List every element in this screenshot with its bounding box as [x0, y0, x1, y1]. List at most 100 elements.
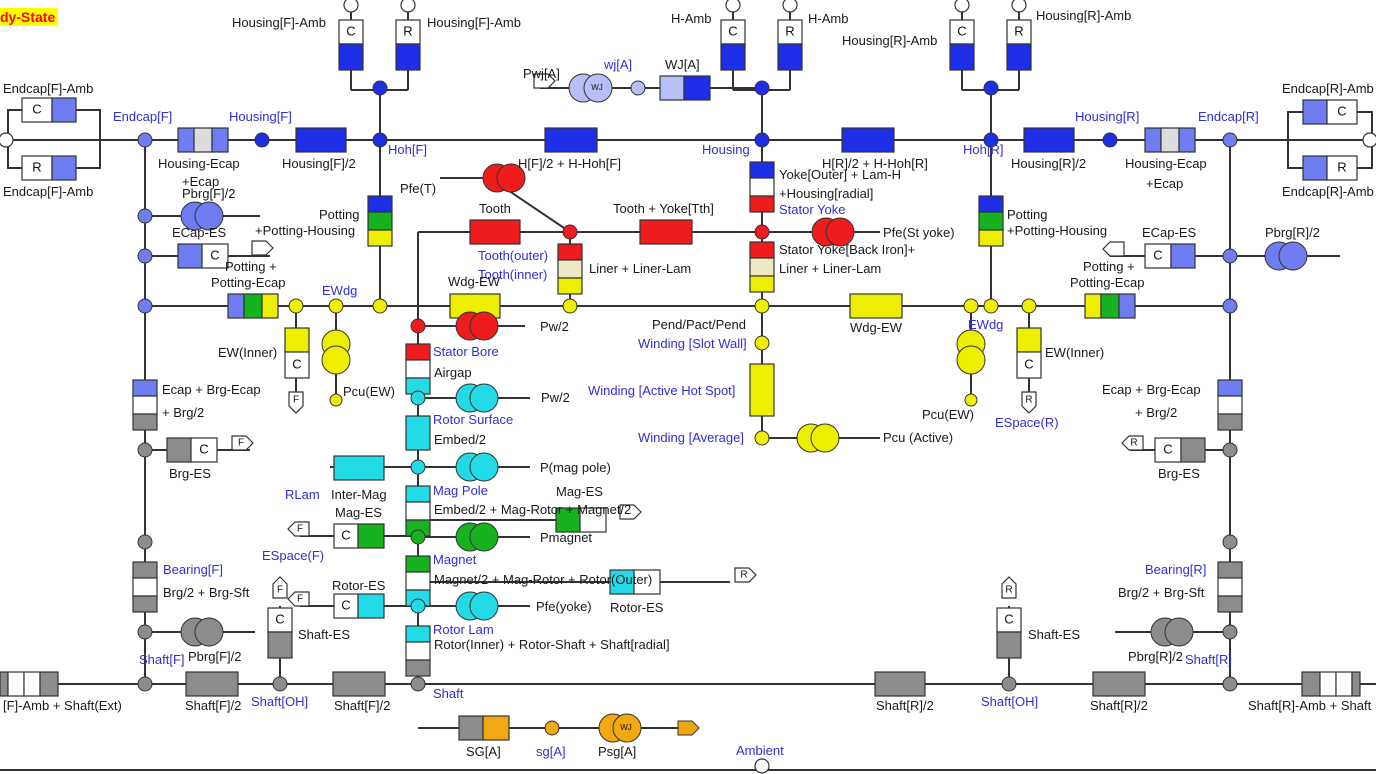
embed-mag-rotor-block[interactable]: [405, 501, 431, 521]
mag-es-r-block[interactable]: [579, 507, 607, 533]
external-connector-icon[interactable]: [287, 521, 310, 537]
ambient-boundary-node[interactable]: [725, 0, 741, 13]
shaft-ext-r-block[interactable]: [1319, 671, 1337, 697]
rotor-inner-shaft-block[interactable]: [405, 641, 431, 661]
housing-bus-block[interactable]: [841, 127, 895, 153]
ambient-boundary-node[interactable]: [343, 0, 359, 13]
shaft-f-half-block[interactable]: [185, 671, 239, 697]
housing-ambient-resistor[interactable]: [1006, 19, 1032, 45]
external-connector-icon[interactable]: [677, 720, 700, 736]
ew-inner-f-block[interactable]: [284, 351, 310, 379]
shaft-node[interactable]: [410, 676, 426, 692]
endcap-r-amb-resistor[interactable]: [1302, 155, 1328, 181]
shaft-es-r-block[interactable]: [996, 631, 1022, 659]
ambient-boundary-node[interactable]: [1362, 132, 1376, 148]
endcap-f-amb-resistor[interactable]: [21, 155, 53, 181]
housing-r-node[interactable]: [1102, 132, 1118, 148]
endcap-r-amb-resistor[interactable]: [1326, 99, 1358, 125]
embed-block[interactable]: [405, 415, 431, 451]
shaft-ext-f-block[interactable]: [39, 671, 59, 697]
shaft-es-r-block[interactable]: [996, 607, 1022, 633]
potting-f-block[interactable]: [367, 211, 393, 231]
shaft-f-node[interactable]: [137, 676, 153, 692]
sg-a-block[interactable]: [482, 715, 510, 741]
shaft-ext-f-block[interactable]: [0, 671, 9, 697]
yoke-outer-block[interactable]: [749, 195, 775, 213]
mag-es-f-block[interactable]: [333, 523, 359, 549]
housing-ecap-r-block[interactable]: [1178, 127, 1196, 153]
housing-ecap-f-block[interactable]: [177, 127, 195, 153]
housing-ambient-resistor[interactable]: [720, 43, 746, 71]
endcap-f-amb-resistor[interactable]: [51, 155, 77, 181]
rotor-es-f-block[interactable]: [357, 593, 385, 619]
stator-bore-node[interactable]: [410, 318, 426, 334]
housing-f-amb-node[interactable]: [372, 80, 388, 96]
stator-yoke-back-block[interactable]: [749, 241, 775, 259]
endcap-r-amb-resistor[interactable]: [1326, 155, 1358, 181]
potting-ecap-f-block[interactable]: [243, 293, 263, 319]
ambient-boundary-node[interactable]: [782, 0, 798, 13]
external-connector-icon[interactable]: [734, 567, 757, 583]
ecap-es-f-block[interactable]: [177, 243, 203, 269]
ambient-boundary-node[interactable]: [400, 0, 416, 13]
potting-r-block[interactable]: [978, 211, 1004, 231]
wj-a-node[interactable]: [630, 80, 646, 96]
shaft-ext-f-block[interactable]: [23, 671, 41, 697]
brg-sft-f-block[interactable]: [132, 577, 158, 597]
endcap-r-node[interactable]: [1222, 132, 1238, 148]
yoke-outer-block[interactable]: [749, 177, 775, 197]
rotor-surface-node[interactable]: [410, 390, 426, 406]
winding-average-node[interactable]: [754, 430, 770, 446]
potting-ecap-f-block[interactable]: [227, 293, 245, 319]
mag-es-f-block[interactable]: [357, 523, 385, 549]
stator-yoke-node[interactable]: [754, 224, 770, 240]
ewdg-r-node[interactable]: [963, 298, 979, 314]
sg-a-node[interactable]: [544, 720, 560, 736]
sg-a-block[interactable]: [458, 715, 484, 741]
liner-lam-block[interactable]: [557, 243, 583, 261]
endcap-r-amb-resistor[interactable]: [1302, 99, 1328, 125]
shaft-ext-r-block[interactable]: [1351, 671, 1361, 697]
potting-ecap-r-block[interactable]: [1100, 293, 1120, 319]
potting-f-node[interactable]: [372, 298, 388, 314]
shaft-r-half-block[interactable]: [874, 671, 926, 697]
potting-ecap-r-block[interactable]: [1118, 293, 1136, 319]
bearing-r-node[interactable]: [1222, 534, 1238, 550]
pbrg-f-node[interactable]: [137, 208, 153, 224]
stator-yoke-back-block[interactable]: [749, 275, 775, 293]
external-connector-icon[interactable]: [1001, 576, 1017, 599]
external-connector-icon[interactable]: [287, 591, 310, 607]
rotor-es-r-block[interactable]: [633, 569, 661, 595]
tooth-yoke-block[interactable]: [639, 219, 693, 245]
housing-ambient-resistor[interactable]: [777, 43, 803, 71]
external-connector-icon[interactable]: [272, 576, 288, 599]
rotor-inner-shaft-block[interactable]: [405, 659, 431, 677]
winding-slot-wall-node[interactable]: [754, 335, 770, 351]
brg-es-f-node[interactable]: [137, 442, 153, 458]
shaft-oh-f-node[interactable]: [272, 676, 288, 692]
housing-ambient-resistor[interactable]: [1006, 43, 1032, 71]
external-connector-icon[interactable]: [1021, 391, 1037, 414]
wdg-ew-r-block[interactable]: [849, 293, 903, 319]
brg-sft-r-block[interactable]: [1217, 595, 1243, 613]
airgap-block[interactable]: [405, 343, 431, 361]
shaft-ext-r-block[interactable]: [1301, 671, 1321, 697]
potting-ecap-r-block[interactable]: [1084, 293, 1102, 319]
rotor-inner-shaft-block[interactable]: [405, 625, 431, 643]
ambient-boundary-node[interactable]: [0, 132, 14, 148]
brg-sft-f-block[interactable]: [132, 595, 158, 613]
potting-r-node[interactable]: [983, 298, 999, 314]
wdg-r-node[interactable]: [1222, 298, 1238, 314]
housing-r-half-block[interactable]: [1023, 127, 1075, 153]
magnet-rotor-outer-block[interactable]: [405, 571, 431, 591]
ambient-node[interactable]: [754, 758, 770, 774]
ewdg-f-node[interactable]: [328, 298, 344, 314]
housing-ambient-resistor[interactable]: [338, 43, 364, 71]
ecap-brg-ecap-f-block[interactable]: [132, 395, 158, 415]
ecap-brg-ecap-f-block[interactable]: [132, 413, 158, 431]
shaft-r-node-upper[interactable]: [1222, 624, 1238, 640]
external-connector-icon[interactable]: [1102, 241, 1125, 257]
ecap-es-f-node[interactable]: [137, 248, 153, 264]
ecap-brg-ecap-r-block[interactable]: [1217, 413, 1243, 431]
shaft-oh-r-node[interactable]: [1001, 676, 1017, 692]
